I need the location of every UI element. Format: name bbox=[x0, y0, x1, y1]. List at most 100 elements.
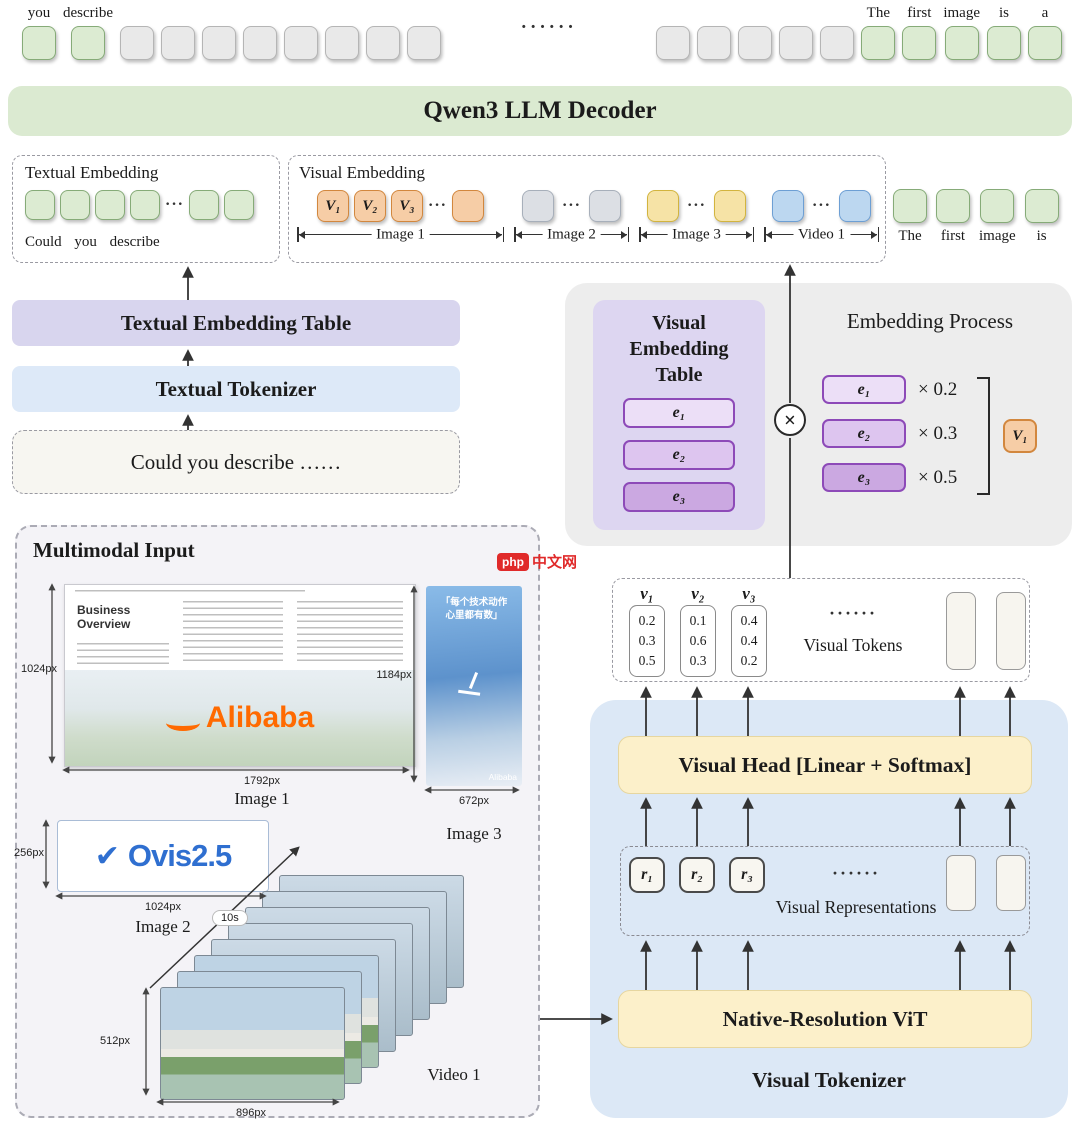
image3-poster: 「每个技术动作 心里都有数」 Alibaba bbox=[426, 586, 522, 786]
textual-embedding-tokens: ··· bbox=[25, 190, 255, 220]
r-token: r₁ bbox=[629, 857, 665, 893]
poster-brand: Alibaba bbox=[488, 772, 517, 782]
e-token: e₁ bbox=[623, 398, 735, 428]
ellipsis: ··· bbox=[811, 197, 831, 214]
visual-token: V₁ bbox=[316, 190, 349, 222]
visual-embedding-group-image2: ··· Image 2 bbox=[514, 190, 629, 243]
result-token: V₁ bbox=[1003, 419, 1037, 453]
token bbox=[22, 26, 56, 60]
weight-row: e₃ × 0.5 bbox=[822, 463, 957, 492]
token bbox=[242, 26, 277, 60]
r-token: r₃ bbox=[729, 857, 765, 893]
watermark-text: 中文网 bbox=[532, 554, 578, 571]
visual-tokenizer-label: Visual Tokenizer bbox=[752, 1068, 906, 1092]
poster-text: 心里都有数」 bbox=[445, 610, 503, 621]
dimension-label: 1184px bbox=[376, 669, 412, 681]
textual-embedding-caption: Could you describe bbox=[25, 234, 160, 250]
group-span: Image 2 bbox=[514, 226, 629, 243]
e-token: e₃ bbox=[623, 482, 735, 512]
multimodal-input-box: Multimodal Input Business Overview Aliba… bbox=[14, 525, 540, 1119]
vit-bar: Native-Resolution ViT bbox=[618, 990, 1032, 1048]
output-word: describe bbox=[63, 5, 113, 21]
dimension-label: 1024px bbox=[20, 663, 58, 675]
token bbox=[779, 26, 814, 60]
ovis-logo-text: Ovis2.5 bbox=[127, 838, 232, 873]
visual-token: V₂ bbox=[353, 190, 386, 222]
dimension-label: 512px bbox=[100, 1035, 130, 1047]
token bbox=[980, 189, 1015, 223]
token bbox=[820, 26, 855, 60]
prompt-word: is bbox=[1036, 228, 1047, 244]
embedding-panel: Visual Embedding Table e₁ e₂ e₃ × Embedd… bbox=[565, 283, 1072, 546]
token bbox=[189, 190, 220, 220]
visual-token bbox=[521, 190, 554, 222]
textual-tokenizer-bar: Textual Tokenizer bbox=[12, 366, 460, 412]
token bbox=[365, 26, 400, 60]
embedding-process-title: Embedding Process bbox=[846, 309, 1014, 333]
textual-embedding-box: Textual Embedding ··· Could you describe bbox=[12, 155, 280, 263]
watermark: php 中文网 bbox=[497, 551, 577, 572]
visual-embedding-group-image1: V₁ V₂ V₃ ··· Image 1 bbox=[297, 190, 504, 243]
weight-value: × 0.5 bbox=[918, 466, 958, 488]
output-word: first bbox=[907, 5, 932, 21]
output-word: you bbox=[27, 5, 51, 21]
output-word: is bbox=[998, 5, 1009, 21]
token bbox=[160, 26, 195, 60]
token-slot bbox=[996, 592, 1026, 670]
dimension-label: 896px bbox=[236, 1107, 266, 1119]
alibaba-smile-icon bbox=[165, 715, 200, 731]
visual-representations-box: r₁ r₂ r₃ ······ Visual Representations bbox=[620, 846, 1030, 936]
video-duration-badge: 10s bbox=[212, 910, 248, 926]
token-slot bbox=[946, 855, 976, 911]
token bbox=[656, 26, 691, 60]
prompt-word: The bbox=[898, 228, 922, 244]
doc-title: Business Overview bbox=[77, 603, 131, 632]
image1-document: Business Overview Alibaba bbox=[64, 584, 416, 767]
watermark-badge: php bbox=[497, 552, 529, 571]
visual-token bbox=[713, 190, 746, 222]
visual-token bbox=[838, 190, 871, 222]
token bbox=[936, 189, 970, 223]
output-word: The bbox=[866, 5, 890, 21]
token bbox=[902, 26, 937, 60]
output-word: image bbox=[943, 5, 980, 21]
token bbox=[324, 26, 359, 60]
prompt-word: first bbox=[940, 228, 966, 244]
token bbox=[738, 26, 773, 60]
ellipsis: ······ bbox=[520, 16, 577, 38]
dimension-label: 672px bbox=[459, 795, 489, 807]
visual-token bbox=[646, 190, 679, 222]
visual-tokenizer-panel: Visual Head [Linear + Softmax] r₁ r₂ r₃ … bbox=[590, 700, 1068, 1118]
token bbox=[283, 26, 318, 60]
llm-decoder-bar: Qwen3 LLM Decoder bbox=[8, 86, 1072, 136]
ovis-logo-icon bbox=[95, 839, 120, 874]
visual-token bbox=[588, 190, 621, 222]
token bbox=[25, 190, 55, 220]
visual-embedding-table-title: Visual Embedding Table bbox=[629, 312, 729, 386]
token bbox=[1028, 26, 1062, 60]
output-token-row: you describe ······ The first image is a bbox=[22, 4, 1062, 60]
ellipsis: ······ bbox=[828, 603, 878, 623]
token bbox=[60, 190, 90, 220]
visual-token bbox=[771, 190, 804, 222]
token-slot bbox=[946, 592, 976, 670]
textual-embedding-title: Textual Embedding bbox=[25, 163, 159, 182]
e-token: e₂ bbox=[822, 419, 906, 448]
visual-token bbox=[452, 190, 484, 222]
token bbox=[697, 26, 732, 60]
token bbox=[224, 190, 255, 220]
output-word: a bbox=[1041, 5, 1049, 21]
token bbox=[893, 189, 927, 223]
skier-icon bbox=[468, 672, 479, 689]
visual-representations-label: Visual Representations bbox=[775, 897, 937, 917]
text-input-box: Could you describe …… bbox=[12, 430, 460, 494]
token bbox=[70, 26, 105, 60]
ellipsis: ··· bbox=[165, 196, 185, 213]
e-token: e₂ bbox=[623, 440, 735, 470]
caption: Image 1 bbox=[234, 789, 290, 808]
otimes-icon: × bbox=[774, 404, 806, 436]
token bbox=[944, 26, 979, 60]
